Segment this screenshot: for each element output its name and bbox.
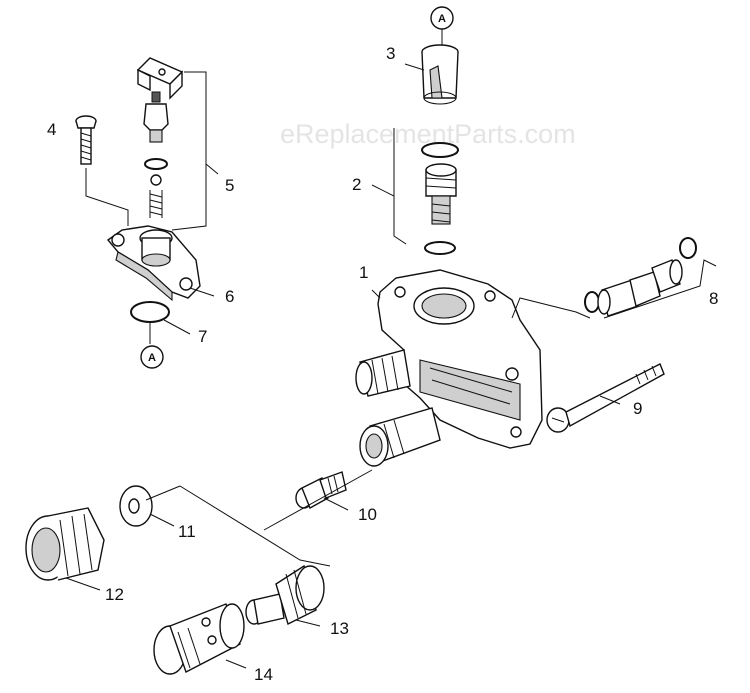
callout-7: 7 bbox=[198, 327, 207, 346]
part-4-screw[interactable] bbox=[75, 115, 97, 165]
callout-9: 9 bbox=[633, 399, 642, 418]
callout-2: 2 bbox=[352, 175, 361, 194]
callout-5: 5 bbox=[225, 176, 234, 195]
callout-14: 14 bbox=[254, 665, 273, 684]
callout-4: 4 bbox=[47, 120, 56, 139]
part-14-adapter[interactable] bbox=[153, 603, 247, 675]
svg-text:A: A bbox=[148, 352, 156, 364]
callout-11: 11 bbox=[178, 522, 196, 541]
part-9-bolt[interactable] bbox=[546, 363, 665, 433]
part-8-connector-pipe[interactable] bbox=[511, 237, 717, 319]
part-11-washer[interactable] bbox=[119, 485, 181, 527]
part-3-sleeve[interactable] bbox=[404, 44, 459, 105]
part-2-valve-assembly[interactable] bbox=[371, 128, 459, 255]
reference-a-bottom: A bbox=[140, 322, 164, 369]
part-10-nipple[interactable] bbox=[295, 471, 349, 511]
part-5-valve-assembly[interactable] bbox=[136, 57, 219, 231]
reference-a-top: A bbox=[430, 6, 454, 46]
callout-3: 3 bbox=[386, 44, 395, 63]
callout-6: 6 bbox=[225, 287, 234, 306]
part-1-pump-head[interactable] bbox=[355, 269, 543, 467]
callout-12: 12 bbox=[105, 585, 124, 604]
part-12-coupling-nut[interactable] bbox=[25, 507, 105, 591]
part-6-valve-base[interactable] bbox=[106, 225, 215, 302]
callout-13: 13 bbox=[330, 619, 349, 638]
part-7-o-ring[interactable] bbox=[130, 301, 191, 335]
callout-8: 8 bbox=[709, 289, 718, 308]
callout-1: 1 bbox=[359, 263, 368, 282]
svg-text:A: A bbox=[438, 13, 446, 25]
callout-10: 10 bbox=[358, 505, 377, 524]
part-13-quick-coupler[interactable] bbox=[245, 564, 325, 627]
